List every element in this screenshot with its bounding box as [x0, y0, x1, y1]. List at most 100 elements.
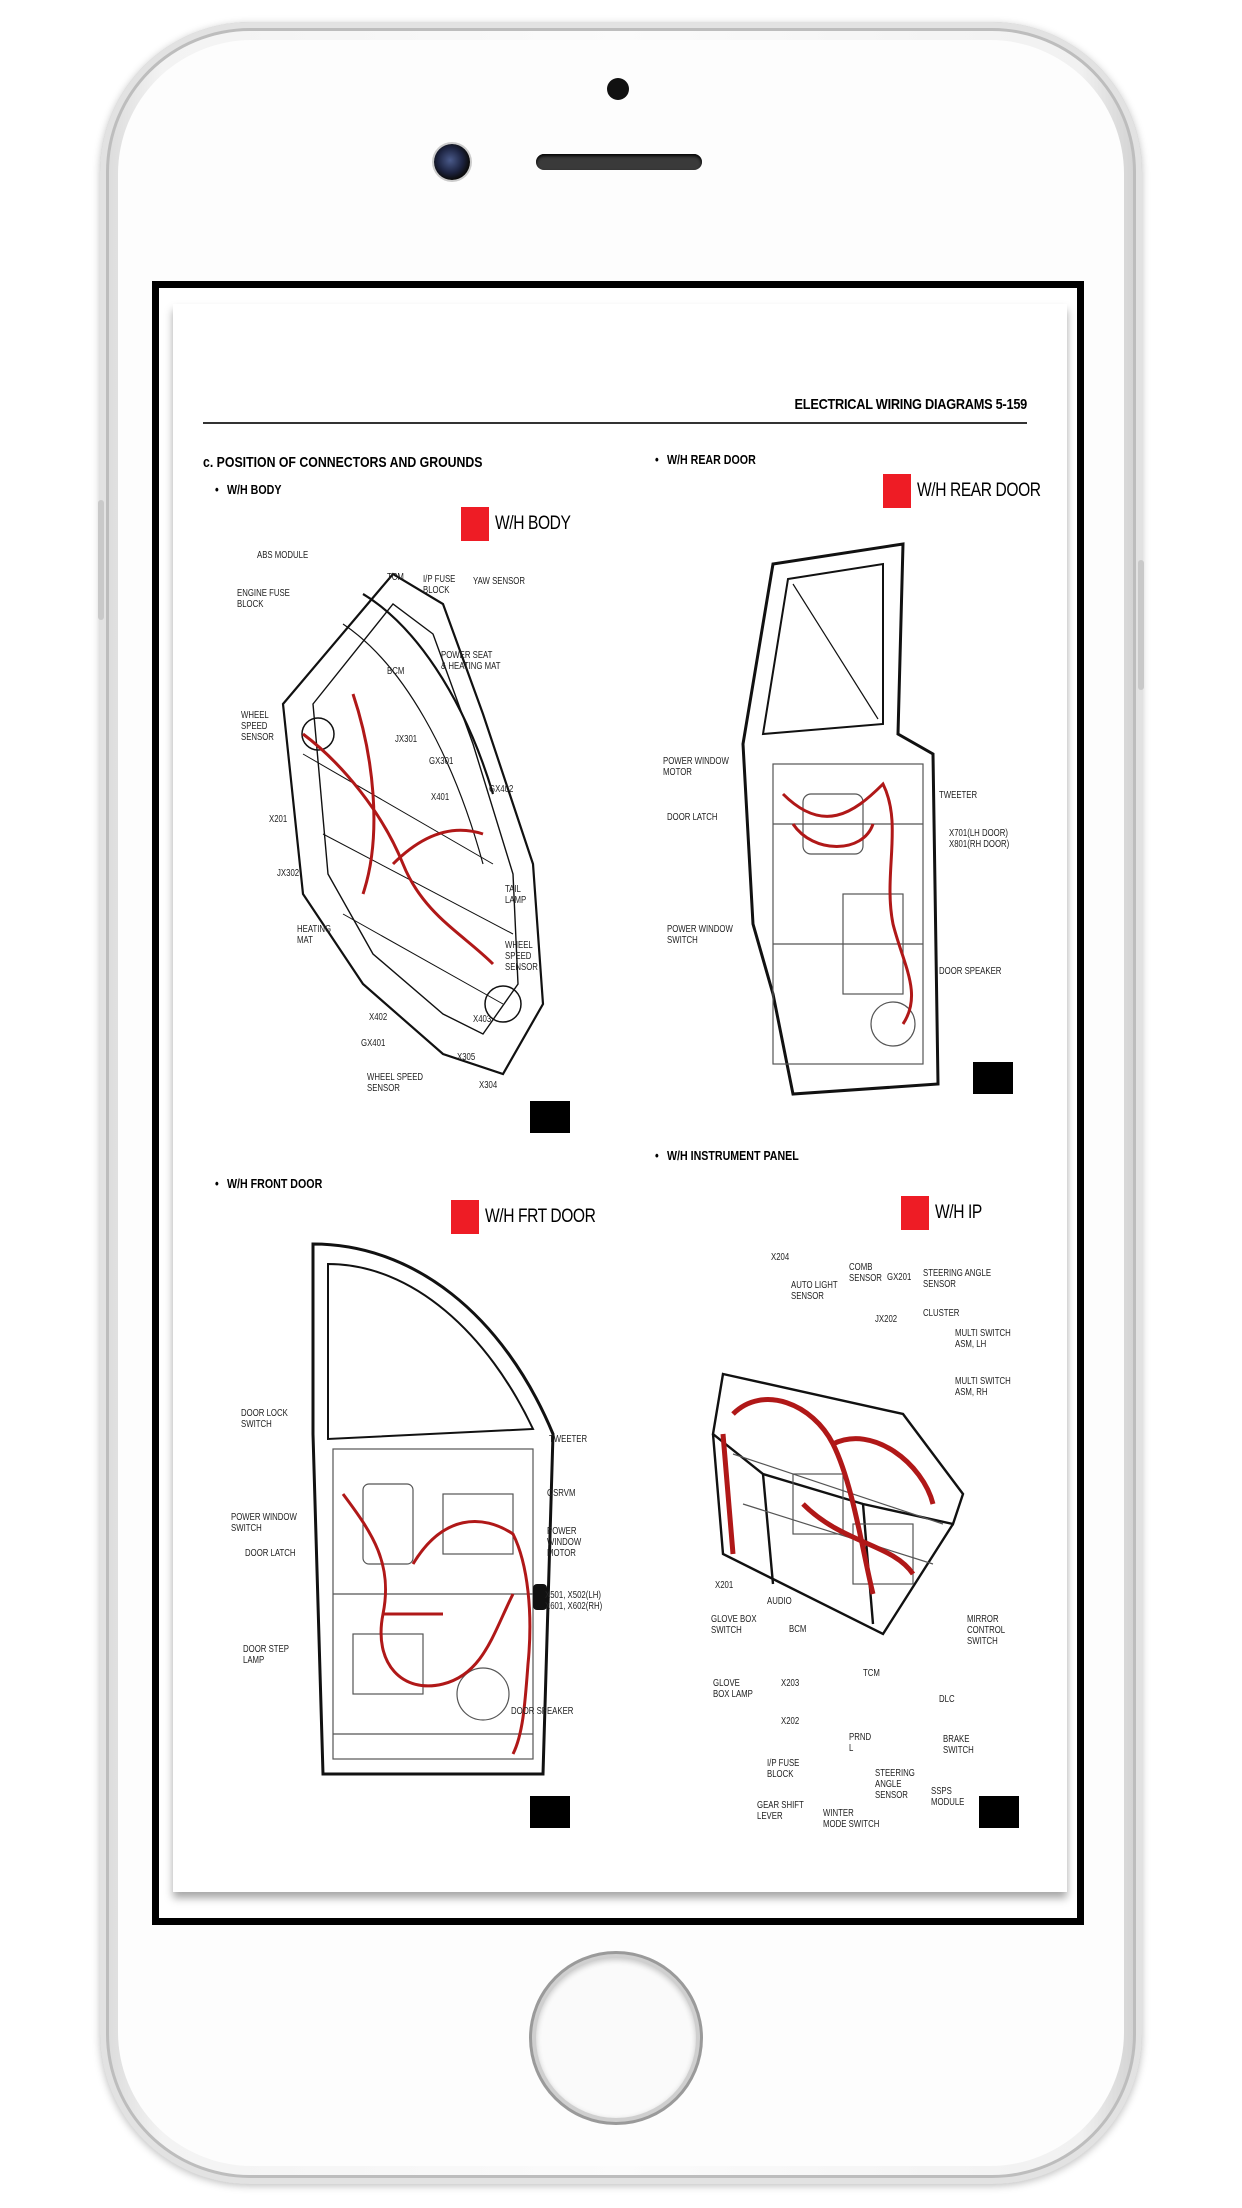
- label-winter-mode-switch: WINTER MODE SWITCH: [823, 1808, 880, 1830]
- red-tag-icon: [901, 1196, 929, 1230]
- label-wheel-speed-sensor-1: WHEEL SPEED SENSOR: [241, 710, 274, 743]
- page-marker-front-door: [530, 1796, 570, 1828]
- label-ip-fuse-block: I/P FUSE BLOCK: [767, 1758, 800, 1780]
- label-jx202: JX202: [875, 1314, 898, 1325]
- page-marker-rear-door: [973, 1062, 1013, 1094]
- front-camera-icon: [434, 144, 470, 180]
- label-comb-sensor: COMB SENSOR: [849, 1262, 882, 1284]
- label-x305: X305: [457, 1052, 476, 1063]
- label-jx301: JX301: [395, 734, 418, 745]
- label-wheel-speed-sensor-2: WHEEL SPEED SENSOR: [505, 940, 538, 973]
- heading-wh-body: •W/H BODY: [215, 482, 282, 497]
- label-steering-angle-sensor-2: STEERING ANGLE SENSOR: [875, 1768, 915, 1801]
- label-door-latch-front: DOOR LATCH: [245, 1548, 296, 1559]
- label-x402: X402: [369, 1012, 388, 1023]
- label-multi-switch-lh: MULTI SWITCH ASM, LH: [955, 1328, 1011, 1350]
- label-tcm: TCM: [387, 572, 404, 583]
- page-marker-body: [530, 1101, 570, 1133]
- volume-button: [98, 500, 104, 620]
- tag-label: W/H IP: [935, 1202, 982, 1223]
- tag-wh-rear-door: W/H REAR DOOR: [883, 474, 1068, 508]
- label-jx302: JX302: [277, 868, 300, 879]
- label-gx301: GX301: [429, 756, 454, 767]
- label-tail-lamp: TAIL LAMP: [505, 884, 527, 906]
- label-ssps-module: SSPS MODULE: [931, 1786, 965, 1808]
- label-gx201: GX201: [887, 1272, 912, 1283]
- label-tweeter-rear: TWEETER: [939, 790, 978, 801]
- label-x501-x602: X501, X502(LH) X601, X602(RH): [545, 1590, 603, 1612]
- manual-page: ELECTRICAL WIRING DIAGRAMS 5-159 c. POSI…: [173, 304, 1067, 1892]
- screen: ELECTRICAL WIRING DIAGRAMS 5-159 c. POSI…: [152, 281, 1084, 1925]
- label-power-seat: POWER SEAT & HEATING MAT: [441, 650, 501, 672]
- label-power-window-motor-rear: POWER WINDOW MOTOR: [663, 756, 729, 778]
- label-x203: X203: [781, 1678, 800, 1689]
- heading-wh-front-door: •W/H FRONT DOOR: [215, 1176, 323, 1191]
- label-door-step-lamp: DOOR STEP LAMP: [243, 1644, 289, 1666]
- diagram-wh-front-door: [293, 1234, 573, 1794]
- label-glove-box-switch: GLOVE BOX SWITCH: [711, 1614, 757, 1636]
- label-steering-angle-sensor: STEERING ANGLE SENSOR: [923, 1268, 992, 1290]
- label-door-speaker-rear: DOOR SPEAKER: [939, 966, 1002, 977]
- label-gx402: GX402: [489, 784, 514, 795]
- red-tag-icon: [451, 1200, 479, 1234]
- label-glove-box-lamp: GLOVE BOX LAMP: [713, 1678, 753, 1700]
- label-x201-ip: X201: [715, 1580, 734, 1591]
- label-tweeter-front: TWEETER: [549, 1434, 588, 1445]
- red-tag-icon: [461, 507, 489, 541]
- label-door-lock-switch: DOOR LOCK SWITCH: [241, 1408, 288, 1430]
- label-auto-light-sensor: AUTO LIGHT SENSOR: [791, 1280, 838, 1302]
- diagram-wh-body: [243, 534, 573, 1124]
- page-header: ELECTRICAL WIRING DIAGRAMS 5-159: [794, 396, 1028, 413]
- label-abs-module: ABS MODULE: [257, 550, 309, 561]
- tag-label: W/H FRT DOOR: [485, 1206, 596, 1227]
- tag-wh-ip: W/H IP: [901, 1196, 992, 1230]
- earpiece-speaker-icon: [536, 154, 702, 170]
- tag-wh-front-door: W/H FRT DOOR: [451, 1200, 620, 1234]
- label-ip-fuse-block: I/P FUSE BLOCK: [423, 574, 456, 596]
- home-button[interactable]: [536, 1958, 696, 2118]
- label-dlc: DLC: [939, 1694, 955, 1705]
- document-viewer[interactable]: ELECTRICAL WIRING DIAGRAMS 5-159 c. POSI…: [159, 288, 1077, 1918]
- label-x401: X401: [431, 792, 450, 803]
- tag-wh-body: W/H BODY: [461, 507, 587, 541]
- label-osrvm: OSRVM: [547, 1488, 576, 1499]
- label-audio: AUDIO: [767, 1596, 792, 1607]
- label-multi-switch-rh: MULTI SWITCH ASM, RH: [955, 1376, 1011, 1398]
- label-door-latch-rear: DOOR LATCH: [667, 812, 718, 823]
- heading-wh-instrument-panel: •W/H INSTRUMENT PANEL: [655, 1148, 799, 1163]
- label-door-speaker-front: DOOR SPEAKER: [511, 1706, 574, 1717]
- section-title: c. POSITION OF CONNECTORS AND GROUNDS: [203, 454, 483, 471]
- label-engine-fuse-block: ENGINE FUSE BLOCK: [237, 588, 290, 610]
- label-brake-switch: BRAKE SWITCH: [943, 1734, 974, 1756]
- label-yaw-sensor: YAW SENSOR: [473, 576, 526, 587]
- label-heating-mat: HEATING MAT: [297, 924, 332, 946]
- tag-label: W/H REAR DOOR: [917, 480, 1041, 501]
- diagram-wh-ip: [703, 1354, 973, 1654]
- label-power-window-motor-front: POWER WINDOW MOTOR: [547, 1526, 582, 1559]
- label-x701-x801: X701(LH DOOR) X801(RH DOOR): [949, 828, 1010, 850]
- power-button: [1138, 560, 1144, 690]
- label-x202: X202: [781, 1716, 800, 1727]
- label-mirror-control-switch: MIRROR CONTROL SWITCH: [967, 1614, 1006, 1647]
- label-gx401: GX401: [361, 1038, 386, 1049]
- label-bcm-ip: BCM: [789, 1624, 807, 1635]
- label-bcm: BCM: [387, 666, 405, 677]
- red-tag-icon: [883, 474, 911, 508]
- label-prnd-l: PRND L: [849, 1732, 872, 1754]
- label-x204: X204: [771, 1252, 790, 1263]
- label-cluster: CLUSTER: [923, 1308, 960, 1319]
- header-rule: [203, 422, 1027, 424]
- tag-label: W/H BODY: [495, 513, 571, 534]
- label-x304: X304: [479, 1080, 498, 1091]
- label-power-window-switch-rear: POWER WINDOW SWITCH: [667, 924, 733, 946]
- label-wheel-speed-sensor-3: WHEEL SPEED SENSOR: [367, 1072, 424, 1094]
- diagram-wh-rear-door: [733, 524, 963, 1114]
- label-x403: X403: [473, 1014, 492, 1025]
- page-marker-ip: [979, 1796, 1019, 1828]
- label-tcm-ip: TCM: [863, 1668, 880, 1679]
- label-x201: X201: [269, 814, 288, 825]
- proximity-sensor-icon: [607, 78, 629, 100]
- heading-wh-rear-door: •W/H REAR DOOR: [655, 452, 756, 467]
- label-power-window-switch-front: POWER WINDOW SWITCH: [231, 1512, 297, 1534]
- label-gear-shift-lever: GEAR SHIFT LEVER: [757, 1800, 804, 1822]
